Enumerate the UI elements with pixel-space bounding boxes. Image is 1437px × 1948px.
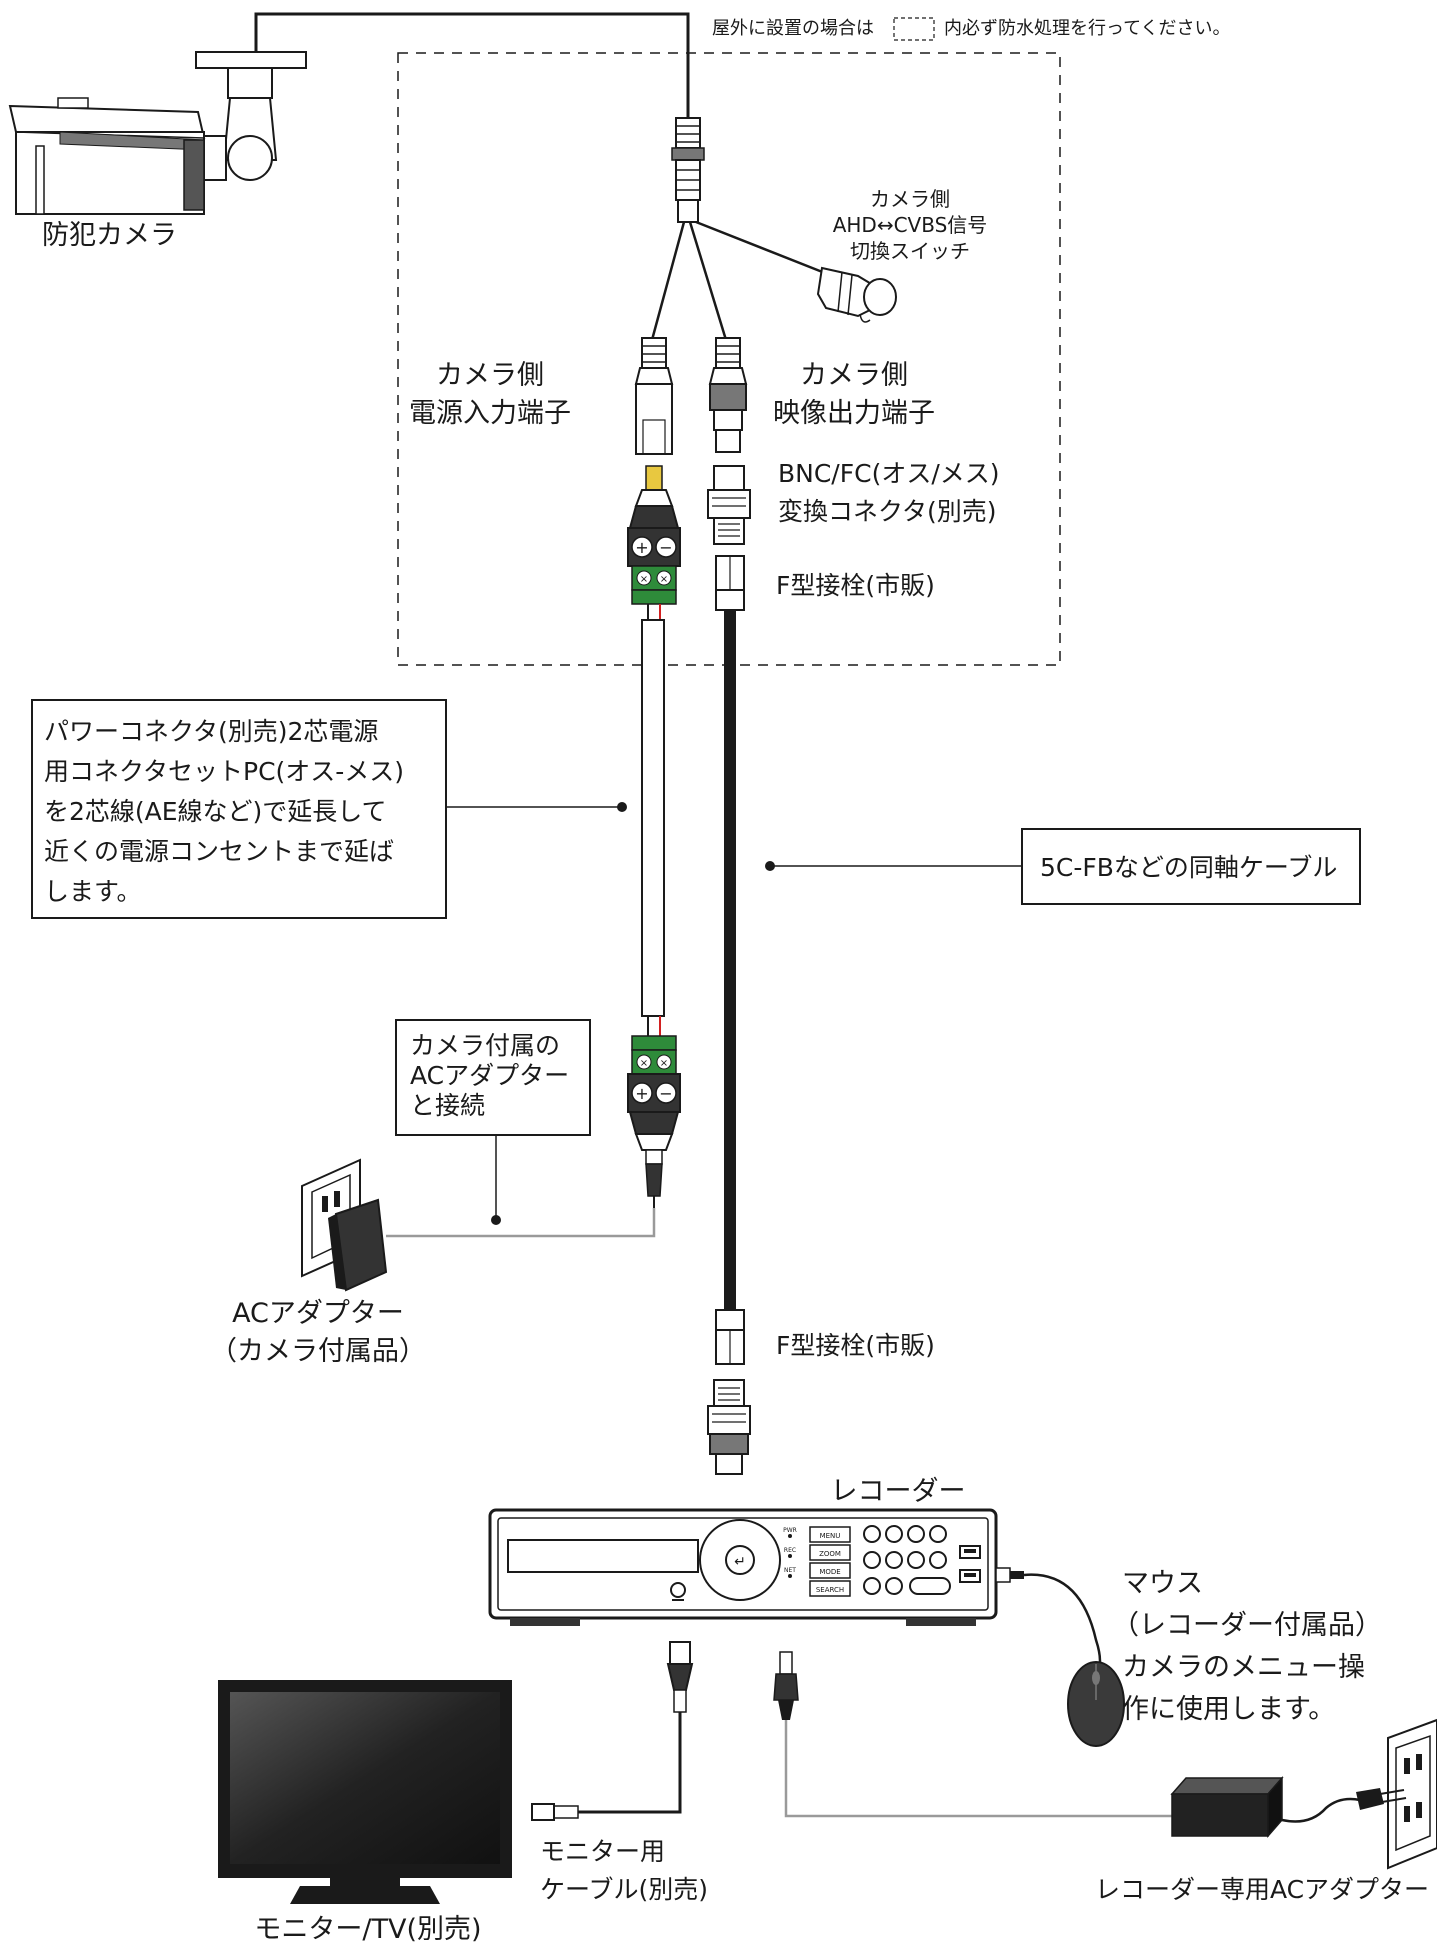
svg-text:×: × [640, 1058, 648, 1069]
signal-switch-icon [816, 266, 897, 323]
camera-label: 防犯カメラ [42, 220, 177, 251]
camera-cable [254, 12, 690, 120]
notice-text-before: 屋外に設置の場合は [712, 18, 874, 39]
switch-label-line2: AHD↔CVBS信号 [833, 213, 988, 237]
recorder-dc-plug-icon [773, 1651, 799, 1720]
svg-text:+: + [635, 538, 648, 557]
recorder-ac-adapter-icon [1170, 1776, 1284, 1838]
recorder-icon: ↵ [488, 1508, 998, 1626]
switch-label-line1: カメラ側 [870, 187, 950, 211]
recorder-adapter-label: レコーダー専用ACアダプター [1095, 1875, 1429, 1904]
bnc-converter-line1: BNC/FC(オス/メス) [778, 459, 1000, 488]
f-plug-top-label: F型接栓(市販) [776, 571, 935, 600]
recorder-power-wire [784, 1720, 1172, 1818]
hdmi-plug-monitor-icon [531, 1803, 579, 1821]
power-terminal-line2: 電源入力端子 [409, 398, 571, 429]
recorder-label: レコーダー [831, 1476, 966, 1507]
adapter-note-box [395, 1019, 591, 1136]
recorder-led-net: NET [784, 1567, 796, 1574]
power-extension-cable [641, 619, 665, 1017]
monitor-label: モニター/TV(別売) [254, 1914, 481, 1945]
bnc-converter-line2: 変換コネクタ(別売) [778, 497, 997, 526]
bnc-converter-bottom-icon [707, 1379, 751, 1475]
security-camera-icon [8, 51, 307, 215]
svg-text:−: − [659, 538, 672, 557]
wall-outlet-icon [1356, 1718, 1437, 1870]
monitor-cable-wire [578, 1712, 682, 1814]
monitor-icon [218, 1680, 512, 1904]
notice-text-after: 内必ず防水処理を行ってください。 [944, 18, 1231, 39]
video-terminal-line2: 映像出力端子 [773, 398, 935, 429]
ac-adapter-line1: ACアダプター [232, 1298, 404, 1329]
power-connector-top-icon: + − × × [627, 465, 681, 620]
svg-text:↵: ↵ [734, 1554, 746, 1570]
svg-text:×: × [660, 574, 668, 585]
power-connector-note-box [31, 699, 447, 919]
mouse-icon [995, 1567, 1125, 1747]
coax-note-box [1021, 828, 1361, 905]
recorder-led-rec: REC [784, 1547, 796, 1554]
svg-text:×: × [660, 1058, 668, 1069]
recorder-button-menu: MENU [820, 1532, 841, 1540]
camera-pigtail-connector-icon [671, 117, 705, 223]
hdmi-plug-icon [666, 1641, 694, 1713]
svg-text:+: + [635, 1084, 648, 1103]
monitor-cable-line1: モニター用 [540, 1837, 665, 1866]
svg-text:−: − [659, 1084, 672, 1103]
recorder-button-zoom: ZOOM [819, 1550, 841, 1558]
dc-power-jack-icon [634, 337, 674, 455]
svg-text:×: × [640, 574, 648, 585]
adapter-box-line2: ACアダプター [410, 1061, 569, 1090]
mouse-line4: 作に使用します。 [1122, 1694, 1335, 1725]
coax-box-text: 5C-FBなどの同軸ケーブル [1040, 853, 1337, 882]
recorder-led-pwr: PWR [783, 1527, 797, 1534]
f-plug-bottom-icon [715, 1309, 745, 1365]
power-box-line5: します。 [44, 877, 142, 906]
power-box-line4: 近くの電源コンセントまで延ば [44, 837, 394, 866]
f-plug-bottom-label: F型接栓(市販) [776, 1331, 935, 1360]
bnc-video-output-icon [708, 337, 748, 453]
camera-adapter-wire [386, 1208, 656, 1238]
monitor-cable-line2: ケーブル(別売) [540, 1875, 708, 1904]
adapter-box-line1: カメラ付属の [410, 1031, 560, 1060]
adapter-box-line3: と接続 [410, 1091, 485, 1120]
power-box-line2: 用コネクタセットPC(オス-メス) [44, 757, 404, 786]
ac-adapter-line2: （カメラ付属品） [210, 1336, 426, 1367]
power-terminal-line1: カメラ側 [436, 360, 544, 391]
switch-label-line3: 切換スイッチ [850, 239, 970, 263]
notice-dashed-icon [893, 17, 935, 41]
power-box-line1: パワーコネクタ(別売)2芯電源 [44, 717, 378, 746]
bnc-fc-converter-icon [707, 465, 751, 545]
video-terminal-line1: カメラ側 [800, 360, 908, 391]
camera-ac-adapter-icon [301, 1158, 388, 1292]
recorder-button-mode: MODE [819, 1568, 840, 1576]
mouse-line3: カメラのメニュー操 [1122, 1652, 1365, 1683]
mouse-line2: （レコーダー付属品） [1112, 1610, 1382, 1641]
mouse-line1: マウス [1122, 1568, 1203, 1599]
recorder-button-search: SEARCH [816, 1586, 844, 1594]
power-box-line3: を2芯線(AE線など)で延長して [44, 797, 387, 826]
power-connector-bottom-icon: × × + − [627, 1016, 681, 1208]
f-plug-top-icon [715, 555, 745, 611]
